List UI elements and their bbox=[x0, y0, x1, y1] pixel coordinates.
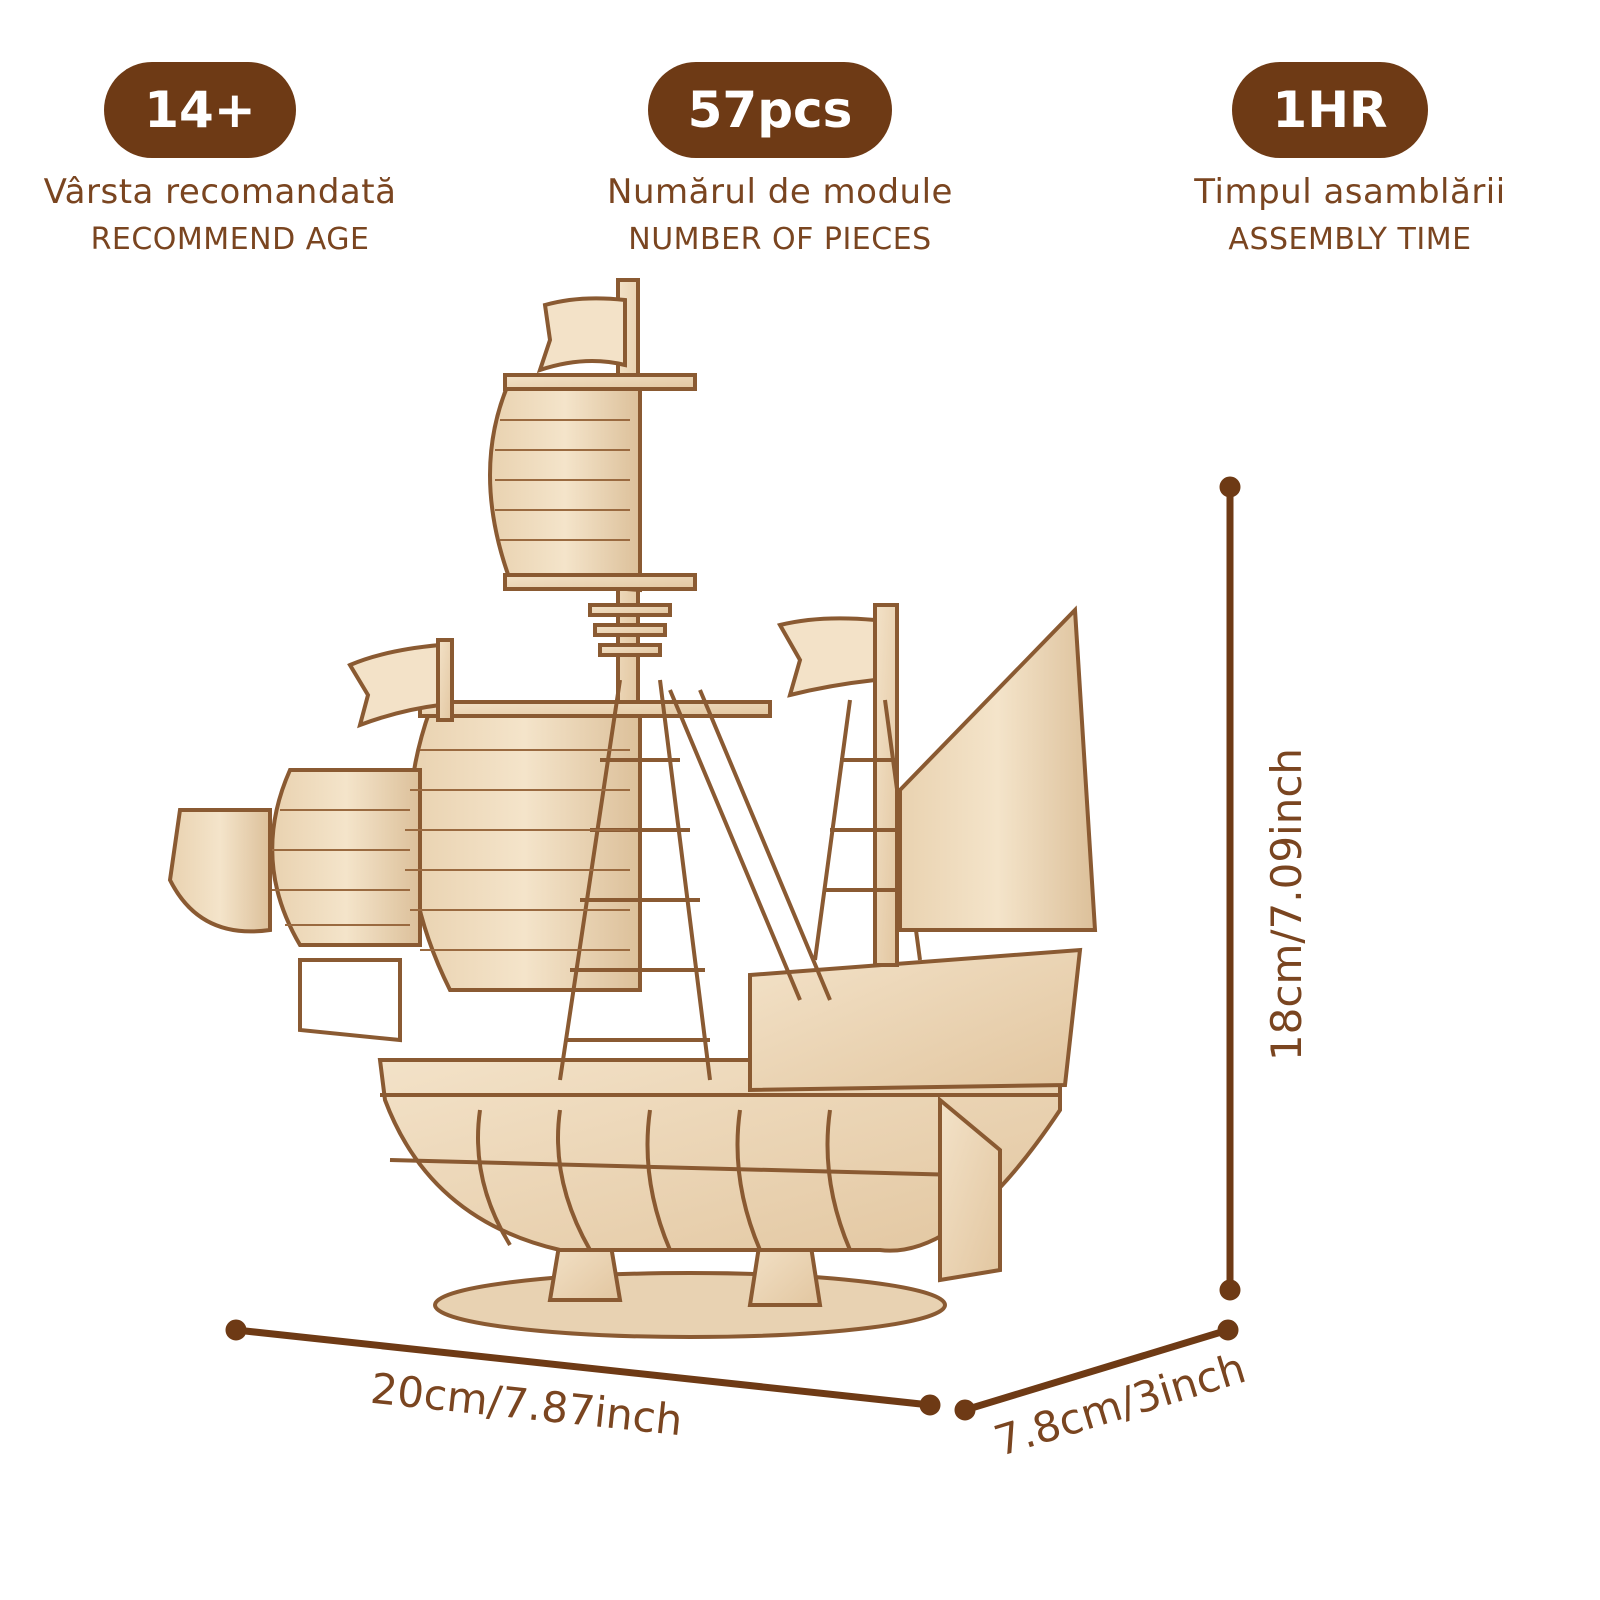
age-badge: 14+ bbox=[104, 62, 296, 158]
spec-time: 1HR Timpul asamblării ASSEMBLY TIME bbox=[1180, 62, 1520, 257]
age-label-ro: Vârsta recomandată bbox=[43, 172, 397, 212]
spec-age: 14+ Vârsta recomandată RECOMMEND AGE bbox=[30, 62, 410, 257]
time-label-en: ASSEMBLY TIME bbox=[1228, 222, 1472, 257]
pieces-label-ro: Numărul de module bbox=[607, 172, 953, 212]
time-badge: 1HR bbox=[1232, 62, 1428, 158]
height-dimension-line bbox=[1219, 476, 1241, 1301]
height-dimension-label: 18cm/7.09inch bbox=[1262, 747, 1312, 1062]
age-label-en: RECOMMEND AGE bbox=[90, 222, 370, 257]
width-dimension-line bbox=[954, 1319, 1239, 1421]
pieces-label-en: NUMBER OF PIECES bbox=[628, 222, 932, 257]
length-dimension-line bbox=[225, 1319, 941, 1416]
pieces-badge: 57pcs bbox=[647, 62, 893, 158]
ship-model bbox=[167, 278, 1098, 1339]
time-label-ro: Timpul asamblării bbox=[1194, 172, 1506, 212]
spec-pieces: 57pcs Numărul de module NUMBER OF PIECES bbox=[600, 62, 960, 257]
